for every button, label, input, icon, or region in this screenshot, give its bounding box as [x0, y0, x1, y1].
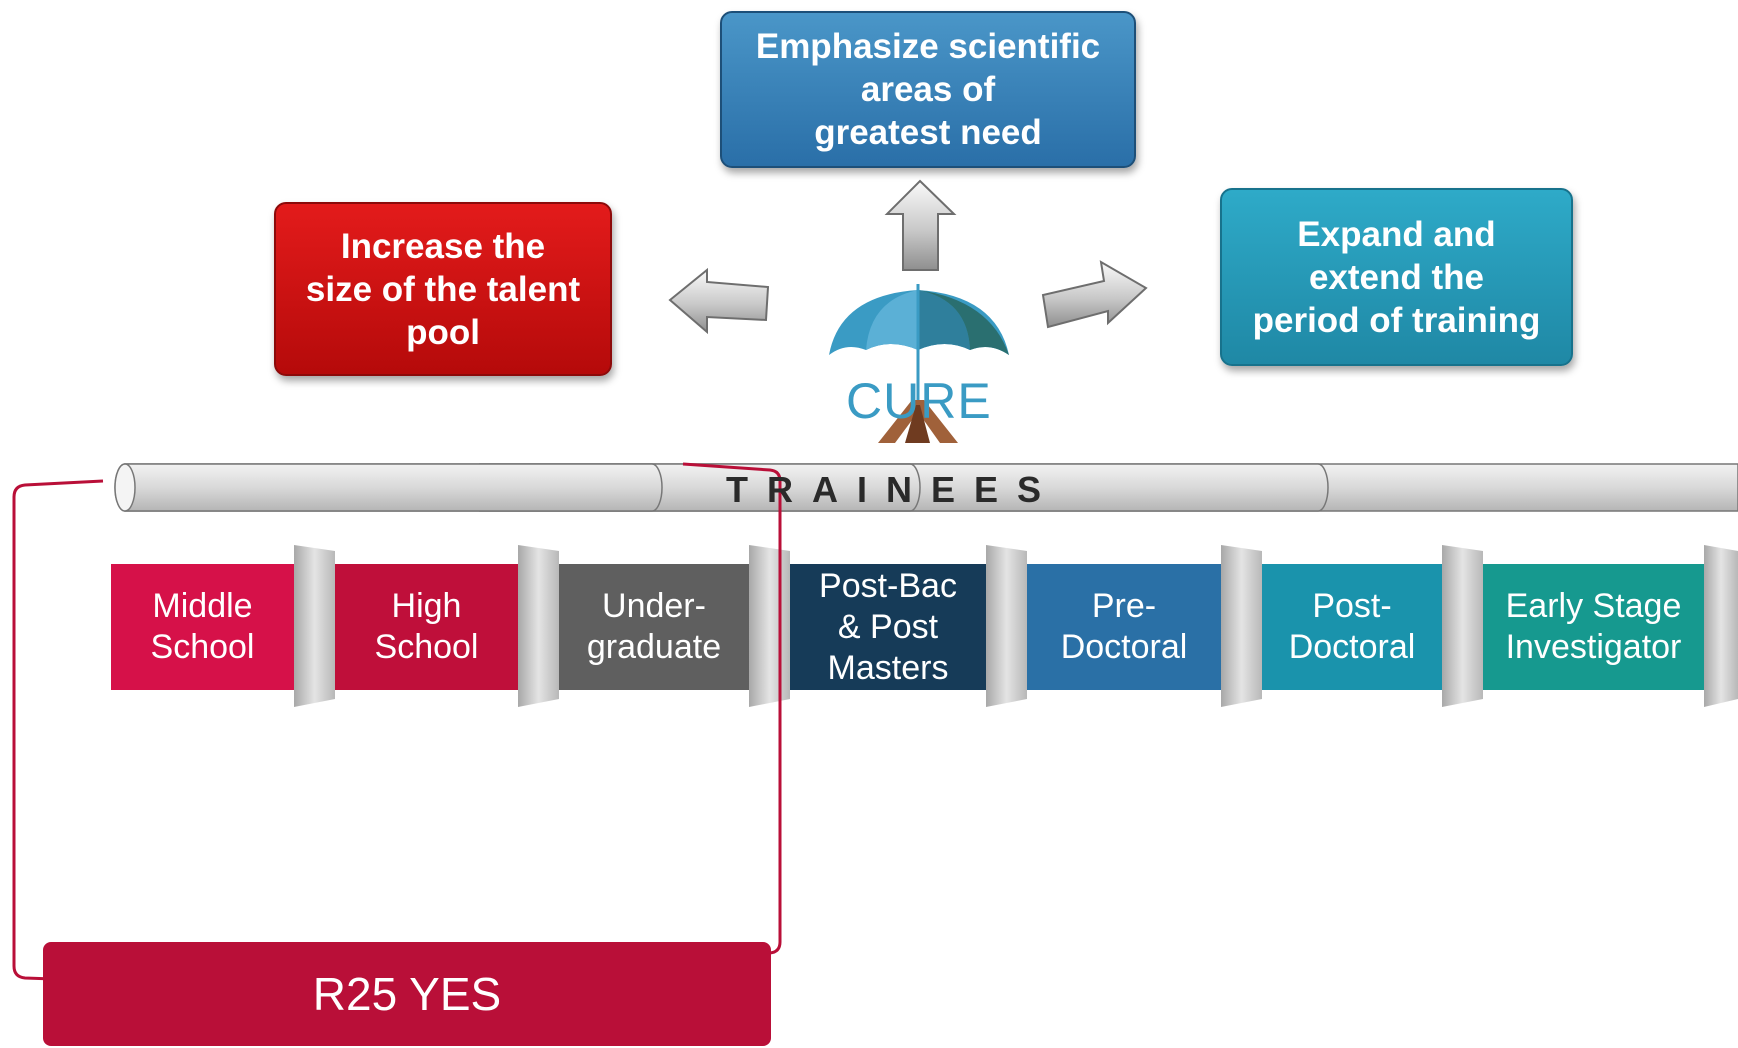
stage-pre-doctoral: Pre- Doctoral [1027, 564, 1221, 690]
goal-increase-talent-pool: Increase the size of the talent pool [274, 202, 612, 376]
stage-connector [749, 545, 790, 707]
trainees-label: TRAINEES [726, 469, 1061, 510]
r25-label: R25 YES [43, 942, 771, 1046]
stage-undergraduate: Under- graduate [559, 564, 749, 690]
stage-post-doctoral: Post- Doctoral [1262, 564, 1442, 690]
stage-post-bac-masters: Post-Bac & Post Masters [790, 564, 986, 690]
stage-connector [518, 545, 559, 707]
stage-connector [1442, 545, 1483, 707]
stage-connector [1221, 545, 1262, 707]
goal-emphasize-science: Emphasize scientific areas of greatest n… [720, 11, 1136, 168]
arrow-up-icon [884, 179, 957, 271]
arrow-left-icon [668, 267, 770, 335]
stage-connector [986, 545, 1027, 707]
stage-connectors [294, 545, 1738, 707]
stage-high-school: High School [335, 564, 518, 690]
cure-logo-text: CURE [846, 373, 992, 429]
arrow-right-icon [1041, 260, 1148, 329]
stage-middle-school: Middle School [111, 564, 294, 690]
goal-extend-training: Expand and extend the period of training [1220, 188, 1573, 366]
stage-early-stage-investigator: Early Stage Investigator [1483, 564, 1704, 690]
cure-logo [829, 284, 1009, 443]
r25-bracket [12, 462, 782, 983]
stage-connector [1704, 545, 1738, 707]
trainees-tube [114, 463, 1738, 512]
stage-connector [294, 545, 335, 707]
